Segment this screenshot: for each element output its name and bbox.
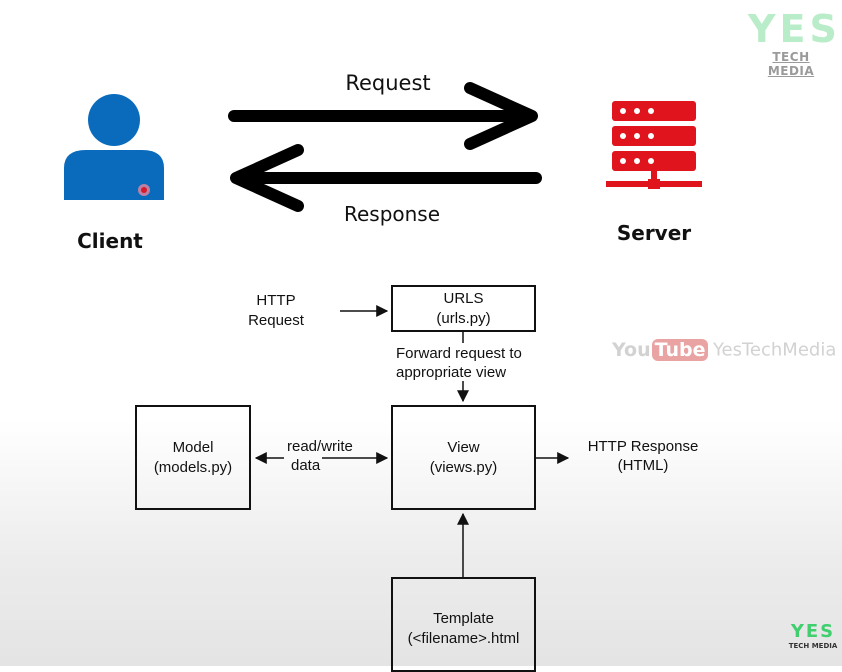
response-arrow [230,144,542,212]
http-response-line2: (HTML) [617,457,669,474]
client-label: Client [77,229,143,253]
server-label: Server [616,221,692,245]
server-rack-icon [606,101,702,189]
watermark-tube: Tube [651,339,709,361]
urls-file: (urls.py) [436,310,491,327]
forward-request-text: Forward request to appropriate view [396,344,546,382]
view-file: (views.py) [429,459,498,476]
bottom-logo-text: YES [790,621,836,642]
http-response-text: HTTP Response (HTML) [576,437,710,475]
model-file: (models.py) [153,459,233,476]
request-arrow [228,82,538,150]
http-response-line1: HTTP Response [587,438,699,455]
template-box: Template (<filename>.html [391,577,536,672]
user-icon [64,94,164,200]
urls-title: URLS [443,290,484,307]
model-title: Model [172,439,214,456]
forward-line1: Forward request to [396,345,522,362]
forward-line2: appropriate view [396,364,507,381]
http-request-line2: Request [248,312,304,329]
watermark-channel: YesTechMedia [712,339,837,361]
view-title: View [447,439,480,456]
bottom-brand-logo: YES TECH MEDIA [788,622,838,651]
http-request-line1: HTTP [256,292,296,309]
read-write-text: read/write data [287,437,367,475]
template-file: (<filename>.html [407,630,520,647]
view-box: View (views.py) [391,405,536,510]
response-label: Response [343,202,441,226]
watermark-you: You [612,339,651,361]
read-write-line2: data [291,457,321,474]
template-title: Template [433,610,494,627]
request-label: Request [345,71,431,95]
urls-box: URLS (urls.py) [391,285,536,332]
read-write-line1: read/write [287,438,353,455]
top-brand-logo: YES TECH MEDIA [748,7,841,78]
top-logo-text: YES [748,7,841,51]
http-request-text: HTTP Request [226,291,326,331]
top-logo-subtext: TECH MEDIA [767,50,815,78]
model-box: Model (models.py) [135,405,251,510]
bottom-logo-subtext: TECH MEDIA [788,642,838,650]
